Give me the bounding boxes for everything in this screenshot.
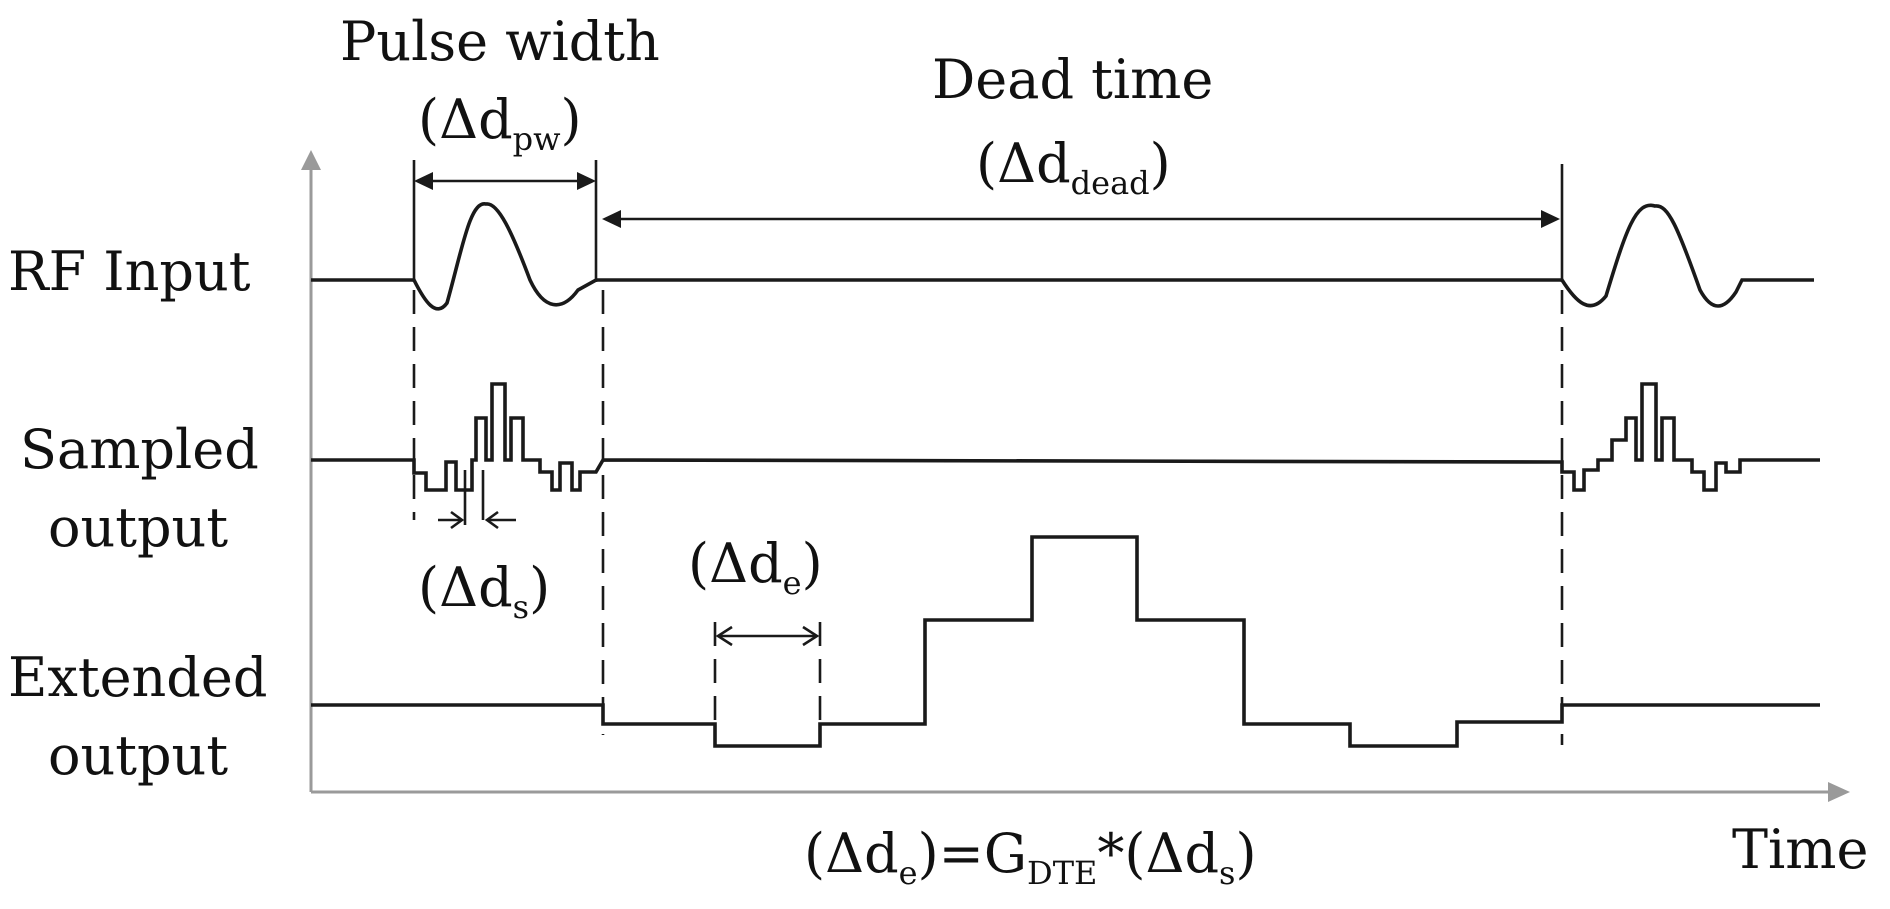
rf-input-waveform [311, 202, 1814, 311]
ds-arrowhead-right [484, 510, 499, 530]
time-markers [412, 160, 1564, 745]
row-label-sampled-1: Sampled [20, 418, 259, 481]
dead-time-label: Dead time [932, 48, 1213, 111]
row-label-sampled-2: output [48, 496, 228, 559]
pulse-width-arrowhead-left [414, 172, 433, 190]
gain-equation: (Δde)=GDTE*(Δds) [804, 822, 1257, 892]
axes [301, 150, 1850, 802]
de-arrowhead-left [715, 625, 733, 647]
dimension-arrows [414, 172, 1560, 647]
dead-time-symbol: (Δddead) [976, 132, 1171, 202]
ds-arrowhead-left [450, 510, 465, 530]
sampled-output-waveform [311, 382, 1820, 492]
extended-output-waveform [311, 535, 1820, 748]
row-label-extended-1: Extended [8, 646, 267, 709]
dead-time-arrowhead-right [1541, 210, 1560, 228]
ds-label: (Δds) [418, 556, 550, 626]
de-arrowhead-right [802, 625, 820, 647]
row-label-extended-2: output [48, 724, 228, 787]
time-axis-label: Time [1732, 818, 1868, 881]
pulse-width-arrowhead-right [577, 172, 596, 190]
pulse-width-label: Pulse width [340, 10, 660, 73]
de-label: (Δde) [688, 532, 823, 602]
pulse-width-symbol: (Δdpw) [418, 88, 582, 158]
x-axis-arrowhead [1828, 782, 1850, 802]
y-axis-arrowhead [301, 150, 321, 170]
dead-time-arrowhead-left [602, 210, 621, 228]
row-label-rf-input: RF Input [8, 240, 251, 303]
